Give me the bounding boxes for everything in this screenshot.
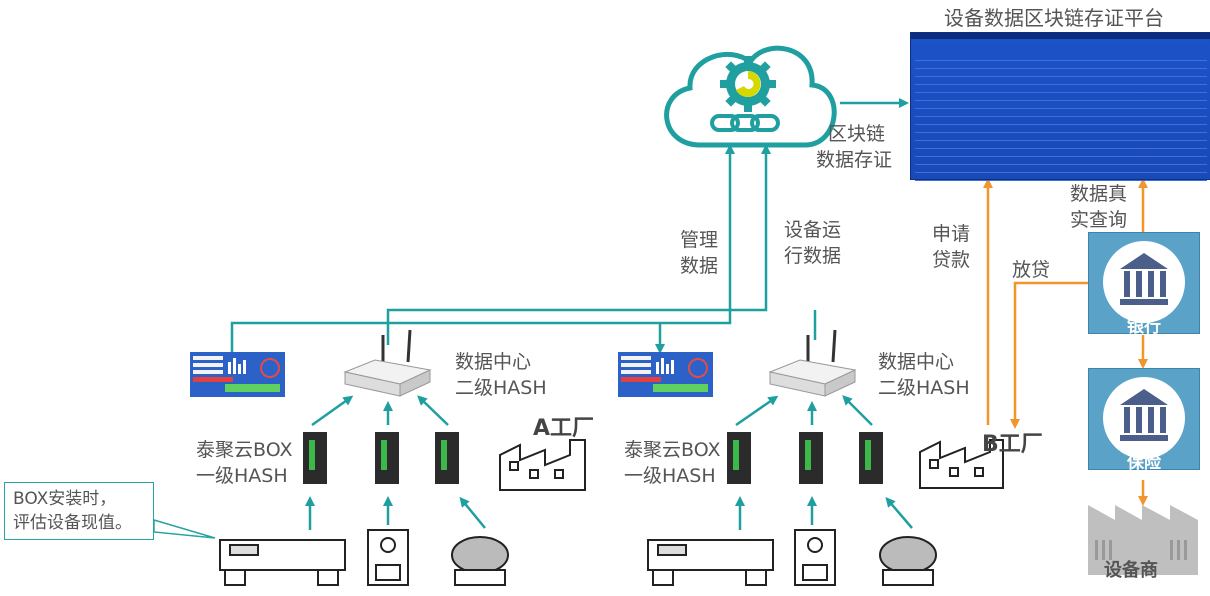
iot-box-icon (727, 432, 751, 484)
machine-arrows (305, 496, 913, 530)
datacenter-b-line2: 二级HASH (878, 377, 970, 399)
supplier-label: 设备商 (1104, 560, 1158, 581)
mgmt-data-line2: 数据 (680, 255, 719, 277)
dashboard-icon (190, 352, 285, 397)
factory-b-label: B工厂 (982, 432, 1043, 457)
box-arrows (311, 395, 873, 427)
mill-icon (367, 529, 409, 586)
grinder-icon (451, 536, 509, 586)
callout-box: BOX安装时， 评估设备现值。 (4, 482, 154, 540)
dashboard-icon (618, 352, 713, 397)
mgmt-data-line1: 管理 (680, 229, 719, 251)
box-a-line2: 一级HASH (196, 465, 288, 487)
network-lines (230, 144, 817, 354)
ops-data-line1: 设备运 (784, 219, 842, 241)
iot-box-icon (303, 432, 327, 484)
blockchain-platform-screenshot (910, 32, 1210, 181)
datacenter-a-line1: 数据中心 (455, 351, 532, 373)
insurance-icon (1120, 389, 1168, 441)
gear-icon (720, 56, 776, 112)
grinder-icon (879, 536, 937, 586)
bank-card: 银行 (1088, 232, 1200, 337)
cloud-label-line1: 区块链 (828, 123, 886, 145)
query-line1: 数据真 (1070, 183, 1128, 205)
callout-line2: 评估设备现值。 (13, 513, 132, 533)
iot-box-icon (435, 432, 459, 484)
bank-label: 银行 (1127, 317, 1161, 337)
mill-icon (794, 529, 836, 586)
iot-box-icon (799, 432, 823, 484)
factory-a-label: A工厂 (533, 416, 595, 441)
iot-box-icon (375, 432, 399, 484)
datacenter-b-line1: 数据中心 (878, 351, 955, 373)
lend-label: 放贷 (1012, 259, 1051, 281)
lathe-icon (219, 539, 346, 586)
box-b-line1: 泰聚云BOX (624, 439, 721, 461)
callout-pointer (153, 518, 216, 539)
factory-icon (919, 439, 1004, 489)
insurance-label: 保险 (1127, 453, 1161, 473)
box-b-line2: 一级HASH (624, 465, 716, 487)
box-a-line1: 泰聚云BOX (196, 439, 293, 461)
apply-loan-line1: 申请 (932, 223, 971, 245)
bank-icon (1120, 253, 1168, 305)
factory-icon (499, 439, 586, 491)
apply-loan-line2: 贷款 (932, 249, 971, 271)
supplier-building-icon (1088, 505, 1198, 575)
finance-lines (983, 178, 1148, 506)
chain-icon (710, 114, 780, 132)
platform-title: 设备数据区块链存证平台 (944, 6, 1164, 30)
iot-box-icon (859, 432, 883, 484)
datacenter-a-line2: 二级HASH (455, 377, 547, 399)
query-line2: 实查询 (1070, 209, 1128, 231)
insurance-card: 保险 (1088, 368, 1200, 473)
cloud-label-line2: 数据存证 (816, 149, 893, 171)
router-icon (343, 329, 432, 397)
router-icon (768, 329, 857, 397)
lathe-icon (647, 539, 774, 586)
callout-line1: BOX安装时， (13, 489, 117, 509)
ops-data-line2: 行数据 (784, 245, 842, 267)
